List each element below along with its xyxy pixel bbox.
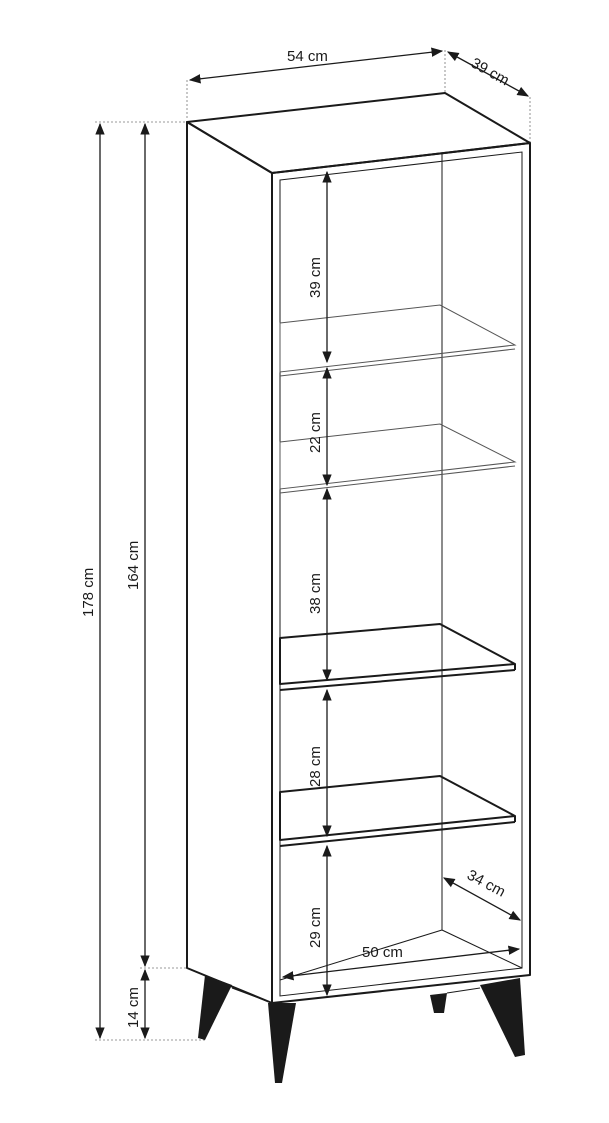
- depth-label: 39 cm: [468, 55, 512, 90]
- compartment-5-label: 29 cm: [307, 907, 324, 948]
- dimension-lines: [95, 47, 530, 1040]
- cabinet-body: [186, 92, 531, 1004]
- leg-front-left: [268, 1003, 296, 1083]
- shelf-3: [279, 623, 516, 685]
- glass-shelf-1: [279, 304, 517, 373]
- body-height-label: 164 cm: [125, 541, 142, 590]
- glass-shelf-2: [279, 423, 517, 490]
- top-panel: [186, 92, 531, 174]
- compartment-4-label: 28 cm: [307, 746, 324, 787]
- leg-back-left: [198, 975, 232, 1040]
- front-frame: [271, 142, 531, 1004]
- leg-height-label: 14 cm: [125, 987, 142, 1028]
- legs: [198, 975, 525, 1083]
- width-label: 54 cm: [287, 48, 328, 65]
- compartment-1-label: 39 cm: [307, 257, 324, 298]
- inner-depth-label: 34 cm: [464, 867, 508, 901]
- compartment-2-label: 22 cm: [307, 412, 324, 453]
- compartment-3-label: 38 cm: [307, 573, 324, 614]
- extension-lines: [95, 50, 531, 1041]
- leg-front-right: [480, 978, 525, 1057]
- side-panel: [186, 121, 273, 1004]
- back-panel-edge: [441, 153, 523, 969]
- inner-width-label: 50 cm: [362, 944, 403, 961]
- total-height-label: 178 cm: [80, 568, 97, 617]
- leg-back-right: [430, 993, 447, 1013]
